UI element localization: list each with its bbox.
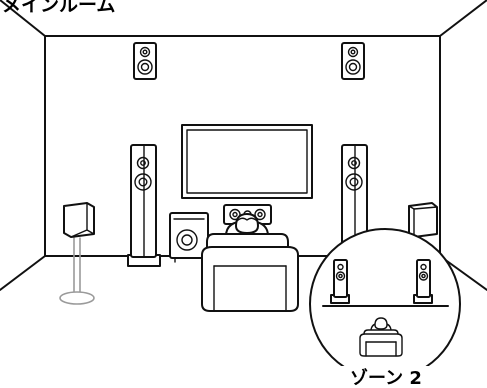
main-room-label: メインルーム: [2, 0, 115, 16]
zone2-sofa: [359, 329, 403, 357]
surround-left-speaker: [59, 202, 95, 305]
sofa: [201, 233, 299, 312]
front-height-speaker-right: [341, 42, 365, 80]
zone2-speaker-left: [330, 259, 350, 304]
listener-head: [225, 213, 269, 237]
front-left-tower-speaker: [127, 144, 161, 267]
television: [181, 124, 313, 199]
zone2-inset: ゾーン 2: [309, 228, 461, 388]
surround-right-speaker: [408, 202, 438, 238]
zone2-label: ゾーン 2: [350, 368, 422, 388]
zone2-speaker-right: [413, 259, 433, 304]
zone2-listener-head: [370, 317, 392, 332]
zone2-label-bg: [338, 366, 434, 388]
front-height-speaker-left: [133, 42, 157, 80]
